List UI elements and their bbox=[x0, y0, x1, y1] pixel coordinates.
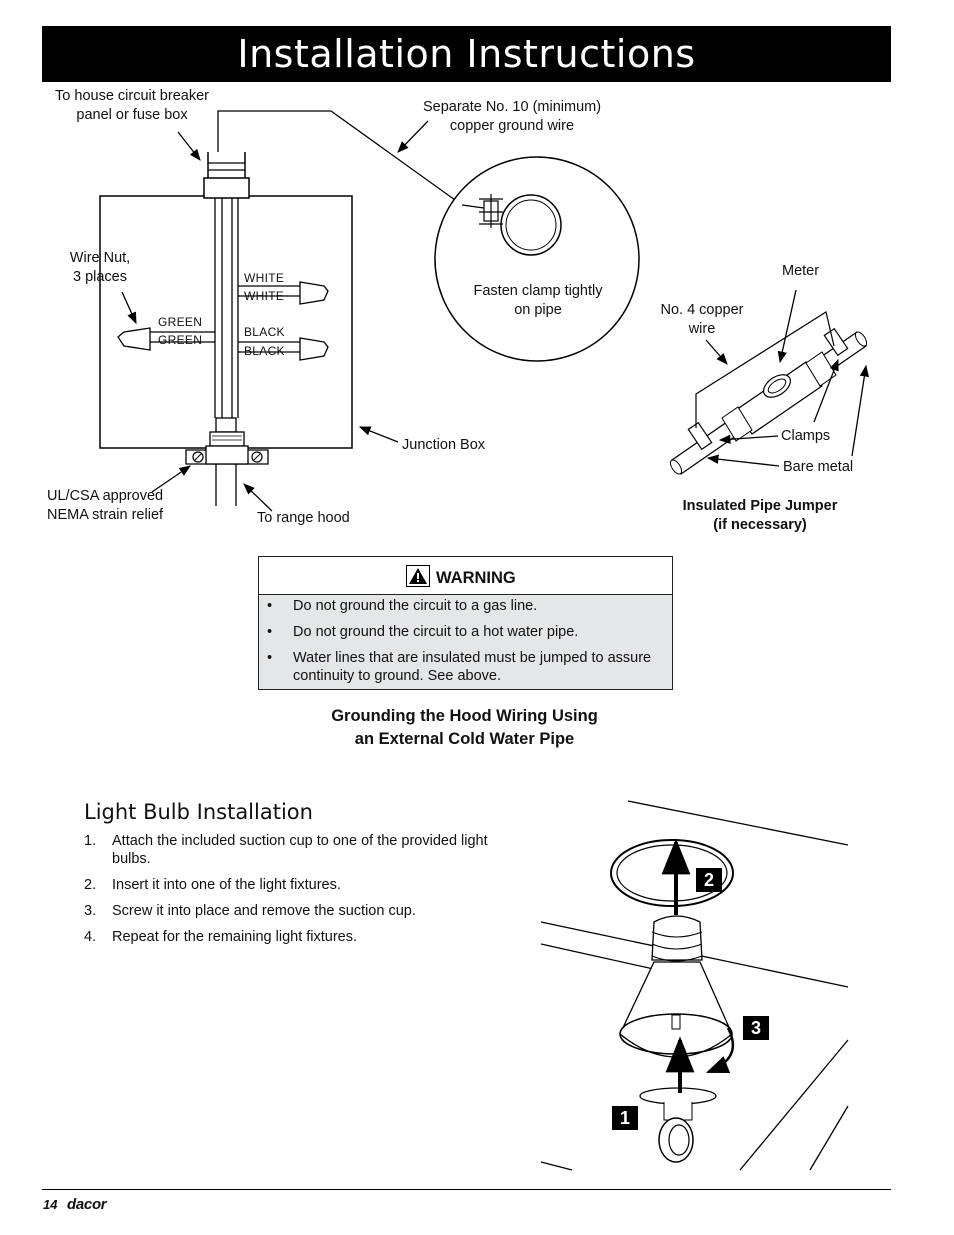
warning-triangle-icon bbox=[406, 565, 430, 587]
warning-box: WARNING •Do not ground the circuit to a … bbox=[258, 556, 673, 690]
section-title: Light Bulb Installation bbox=[84, 800, 313, 824]
range-hood-callout: To range hood bbox=[257, 510, 350, 526]
jumper-title: Insulated Pipe Jumper (if necessary) bbox=[682, 498, 838, 533]
title-bar: Installation Instructions bbox=[42, 26, 891, 82]
clamp-note-callout: Fasten clamp tightly on pipe bbox=[473, 283, 603, 318]
copper-wire-callout: No. 4 copper wire bbox=[660, 302, 744, 337]
light-bulb-graphic bbox=[540, 800, 849, 1171]
strain-relief-callout: UL/CSA approved NEMA strain relief bbox=[47, 488, 164, 523]
wire-label-black-2: BLACK bbox=[244, 344, 285, 358]
warning-heading: WARNING bbox=[436, 569, 516, 587]
footer-rule bbox=[42, 1189, 891, 1190]
bare-metal-callout: Bare metal bbox=[783, 459, 854, 475]
ground-wire-callout: Separate No. 10 (minimum) copper ground … bbox=[422, 99, 602, 134]
junction-box-callout: Junction Box bbox=[402, 437, 486, 453]
clamps-callout: Clamps bbox=[781, 428, 831, 444]
page-number: 14 bbox=[43, 1197, 58, 1212]
brand-logo: dacor bbox=[67, 1196, 107, 1213]
wire-label-green-2: GREEN bbox=[158, 333, 203, 347]
pipe-jumper-graphic bbox=[669, 289, 870, 475]
warning-header: WARNING bbox=[259, 557, 672, 595]
diagram-caption: Grounding the Hood Wiring Using an Exter… bbox=[331, 707, 598, 748]
wire-label-white-2: WHITE bbox=[244, 289, 285, 303]
house-panel-callout: To house circuit breaker panel or fuse b… bbox=[55, 88, 209, 123]
wire-label-white-1: WHITE bbox=[244, 271, 285, 285]
step-badge-3: 3 bbox=[743, 1016, 769, 1040]
wire-label-green-1: GREEN bbox=[158, 315, 203, 329]
wire-nut-callout: Wire Nut, 3 places bbox=[69, 250, 131, 285]
page-title: Installation Instructions bbox=[237, 32, 696, 76]
step-badge-2: 2 bbox=[696, 868, 722, 892]
wire-label-black-1: BLACK bbox=[244, 325, 285, 339]
meter-callout: Meter bbox=[782, 263, 820, 279]
step-badge-1: 1 bbox=[612, 1106, 638, 1130]
